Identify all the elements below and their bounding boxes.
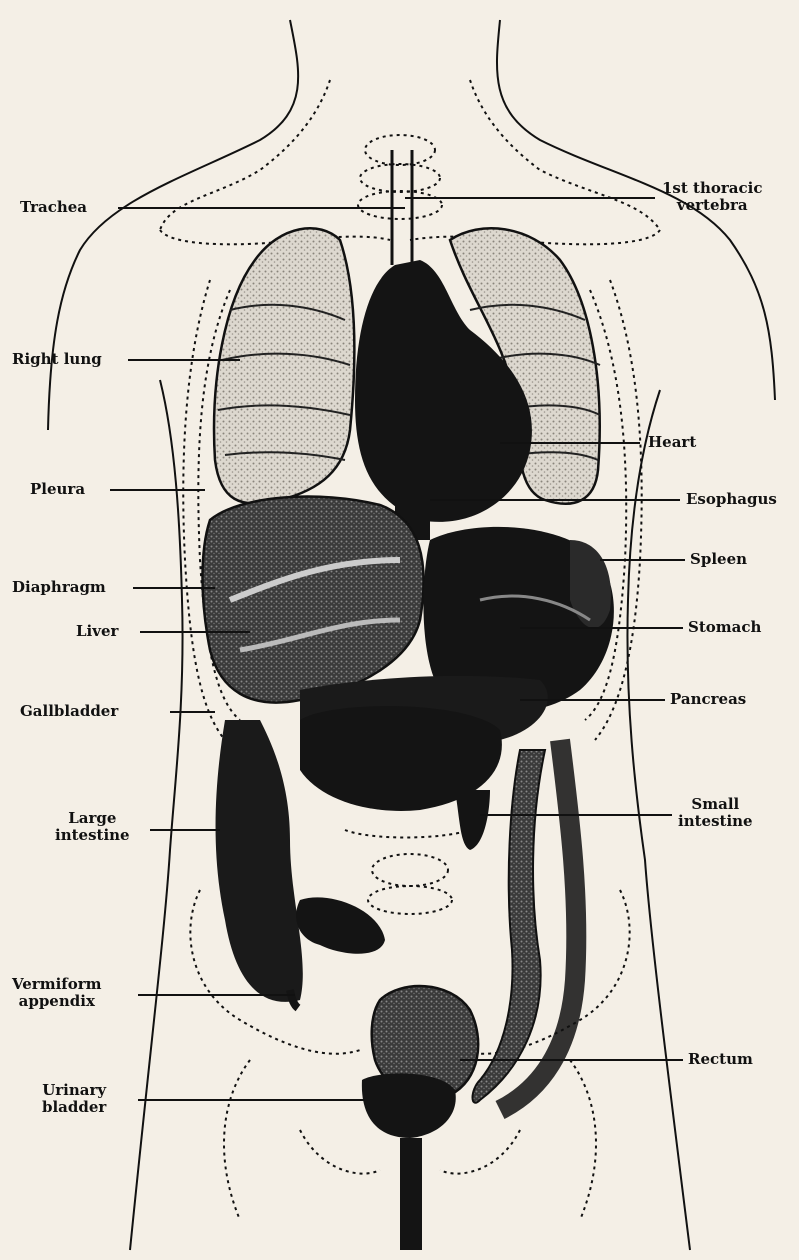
label-first-thoracic: 1st thoracic vertebra <box>662 180 762 214</box>
label-spleen: Spleen <box>690 551 747 568</box>
label-small-intestine-line2: intestine <box>678 813 753 830</box>
bladder-shape <box>362 1073 456 1138</box>
right-lung-shape <box>214 228 354 503</box>
label-first-thoracic-line2: vertebra <box>662 197 762 214</box>
label-appendix-line2: appendix <box>12 993 102 1010</box>
label-diaphragm: Diaphragm <box>12 579 106 596</box>
label-bladder: Urinary bladder <box>42 1082 106 1116</box>
label-first-thoracic-line1: 1st thoracic <box>662 180 762 197</box>
label-stomach: Stomach <box>688 619 761 636</box>
label-large-intestine: Large intestine <box>55 810 130 844</box>
label-heart: Heart <box>648 434 696 451</box>
label-pancreas: Pancreas <box>670 691 746 708</box>
label-large-intestine-line2: intestine <box>55 827 130 844</box>
label-bladder-line1: Urinary <box>42 1082 106 1099</box>
large-intestine-shape <box>216 720 303 1002</box>
label-bladder-line2: bladder <box>42 1099 106 1116</box>
label-esophagus: Esophagus <box>686 491 777 508</box>
esophagus-shape <box>395 270 430 540</box>
label-right-lung: Right lung <box>12 351 102 368</box>
label-appendix: Vermiform appendix <box>12 976 102 1010</box>
label-trachea: Trachea <box>20 199 87 216</box>
label-large-intestine-line1: Large <box>55 810 130 827</box>
label-gallbladder: Gallbladder <box>20 703 118 720</box>
label-rectum: Rectum <box>688 1051 753 1068</box>
label-small-intestine-line1: Small <box>678 796 753 813</box>
label-pleura: Pleura <box>30 481 85 498</box>
label-appendix-line1: Vermiform <box>12 976 102 993</box>
label-small-intestine: Small intestine <box>678 796 753 830</box>
label-liver: Liver <box>76 623 118 640</box>
